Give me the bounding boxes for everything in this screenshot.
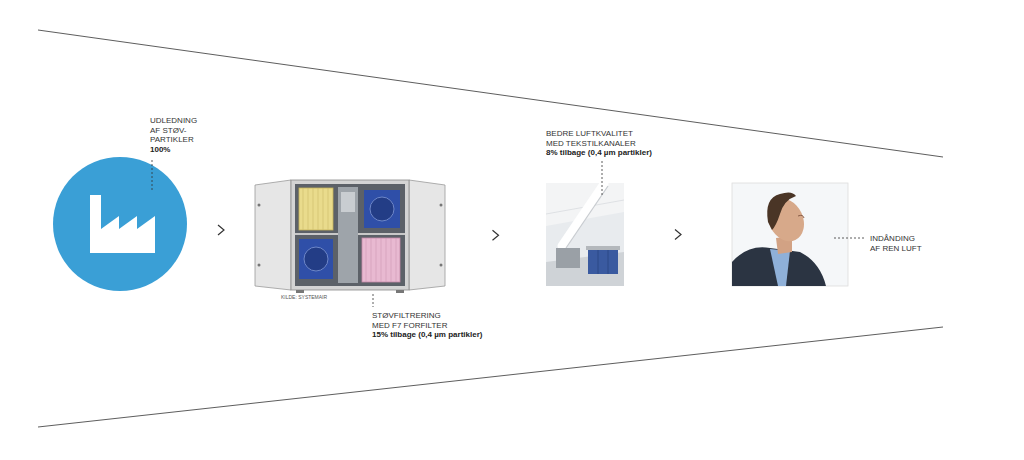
person-stage: INDÅNDING AF REN LUFT xyxy=(732,183,848,286)
funnel-line xyxy=(38,327,943,427)
flow-chevron xyxy=(675,230,681,240)
callout: BEDRE LUFTKVALITET MED TEKSTILKANALER8% … xyxy=(546,129,638,158)
callout: INDÅNDING AF REN LUFT xyxy=(870,234,926,253)
duct-stage: BEDRE LUFTKVALITET MED TEKSTILKANALER8% … xyxy=(546,183,624,286)
callout-text: INDÅNDING AF REN LUFT xyxy=(870,234,926,253)
factory-icon xyxy=(53,157,187,291)
callout-text: BEDRE LUFTKVALITET MED TEKSTILKANALER xyxy=(546,129,638,148)
leader-line xyxy=(602,161,603,196)
callout-value: 8% tilbage (0,4 µm partikler) xyxy=(546,148,638,158)
callout-value: 100% xyxy=(150,145,204,155)
callout: UDLEDNING AF STØV- PARTIKLER100% xyxy=(150,116,204,154)
callout-text: STØVFILTRERING MED F7 FORFILTER xyxy=(372,311,456,330)
source-credit: KILDE: SYSTEMAIR xyxy=(281,294,327,300)
factory-stage: UDLEDNING AF STØV- PARTIKLER100% xyxy=(53,157,187,291)
filter-stage: STØVFILTRERING MED F7 FORFILTER15% tilba… xyxy=(255,180,445,292)
leader-line xyxy=(152,160,153,192)
flow-chevron xyxy=(493,230,499,240)
funnel-line xyxy=(38,30,943,157)
air-handling-unit xyxy=(255,180,445,293)
person-photo xyxy=(732,183,848,286)
callout: STØVFILTRERING MED F7 FORFILTER15% tilba… xyxy=(372,311,456,340)
callout-value: 15% tilbage (0,4 µm partikler) xyxy=(372,330,456,340)
leader-line xyxy=(373,294,374,307)
room-photo xyxy=(546,183,624,286)
leader-line xyxy=(834,238,865,239)
flow-chevron xyxy=(218,225,224,235)
callout-text: UDLEDNING AF STØV- PARTIKLER xyxy=(150,116,204,145)
